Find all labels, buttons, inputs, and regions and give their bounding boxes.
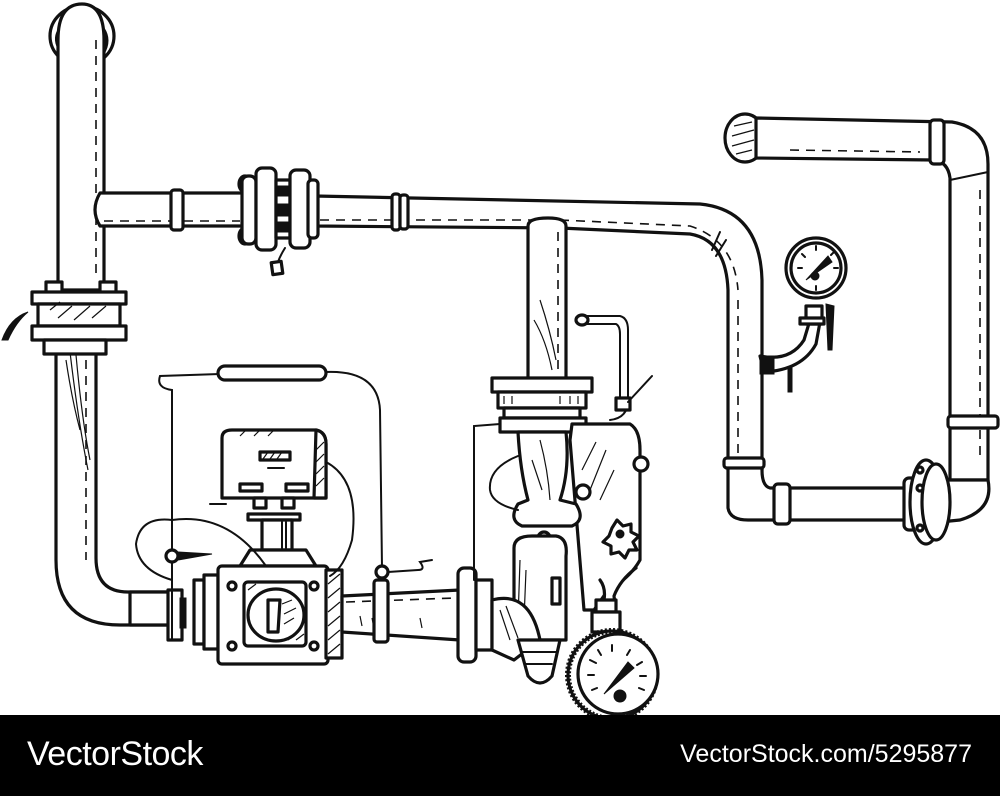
watermark-footer-bar: VectorStock VectorStock.com/5295877 xyxy=(0,715,1000,796)
brand-logo-text: VectorStock xyxy=(27,735,203,773)
connecting-pipe-lower xyxy=(340,566,494,664)
gauge-right xyxy=(758,236,848,393)
right-flange-joint xyxy=(902,458,952,546)
control-ball-valve xyxy=(128,564,344,666)
pressure-regulator xyxy=(473,216,653,685)
upper-horizontal-pipe xyxy=(93,188,764,472)
image-id-text: VectorStock.com/5295877 xyxy=(680,740,972,768)
gauge-bottom xyxy=(565,598,660,715)
right-loop-pipe xyxy=(722,112,1000,526)
pipe-union-coupling xyxy=(237,166,320,277)
control-wiring xyxy=(134,364,433,641)
left-flange-joint xyxy=(1,280,128,356)
piping-illustration xyxy=(1,2,1000,715)
electric-actuator-box xyxy=(209,428,328,568)
